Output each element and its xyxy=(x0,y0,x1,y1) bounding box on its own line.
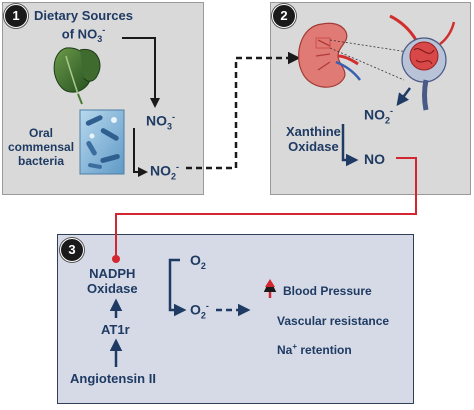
arrow-no2-to-no xyxy=(341,124,359,167)
badge-2: 2 xyxy=(272,4,296,28)
dietary-sources-label: Dietary Sources of NO3- xyxy=(34,8,133,44)
at1r-label: AT1r xyxy=(101,322,130,337)
bacteria-micrograph-icon xyxy=(79,109,125,175)
nitrate-label: NO3- xyxy=(146,112,176,132)
nitrite-label-panel2: NO2- xyxy=(364,106,394,126)
sodium-retention-label: Na+ retention xyxy=(277,342,352,357)
arrow-no3-to-no2 xyxy=(133,128,148,177)
inhibition-dot xyxy=(112,255,120,263)
superoxide-label: O2- xyxy=(190,301,209,321)
arrow-o2-to-superoxide xyxy=(168,258,187,317)
badge-3: 3 xyxy=(60,238,84,262)
panel-2 xyxy=(270,2,471,195)
glomerulus-icon xyxy=(389,14,456,111)
oxygen-label: O2 xyxy=(190,252,206,271)
xanthine-oxidase-label: Xanthine Oxidase xyxy=(286,124,341,154)
vascular-resistance-label: Vascular resistance xyxy=(277,314,390,328)
arrow-glomerulus-to-no2 xyxy=(396,87,411,106)
zoom-line-top xyxy=(329,39,409,53)
angiotensin-label: Angiotensin II xyxy=(70,371,156,386)
arrow-diet-to-no3 xyxy=(122,37,160,108)
badge-1: 1 xyxy=(4,4,28,28)
blood-pressure-label: Blood Pressure xyxy=(283,284,372,298)
nitric-oxide-label: NO xyxy=(364,151,385,167)
nitrite-label-panel1: NO2- xyxy=(150,162,180,182)
spinach-leaf-icon xyxy=(53,47,101,105)
zoom-line-bottom xyxy=(329,47,405,81)
dashed-arrow-to-kidney xyxy=(186,51,301,170)
nadph-oxidase-label: NADPH Oxidase xyxy=(87,266,138,296)
oral-bacteria-label: Oral commensal bacteria xyxy=(8,126,75,168)
kidney-icon xyxy=(298,22,361,88)
inhibition-line-no-to-nadph xyxy=(115,157,417,258)
